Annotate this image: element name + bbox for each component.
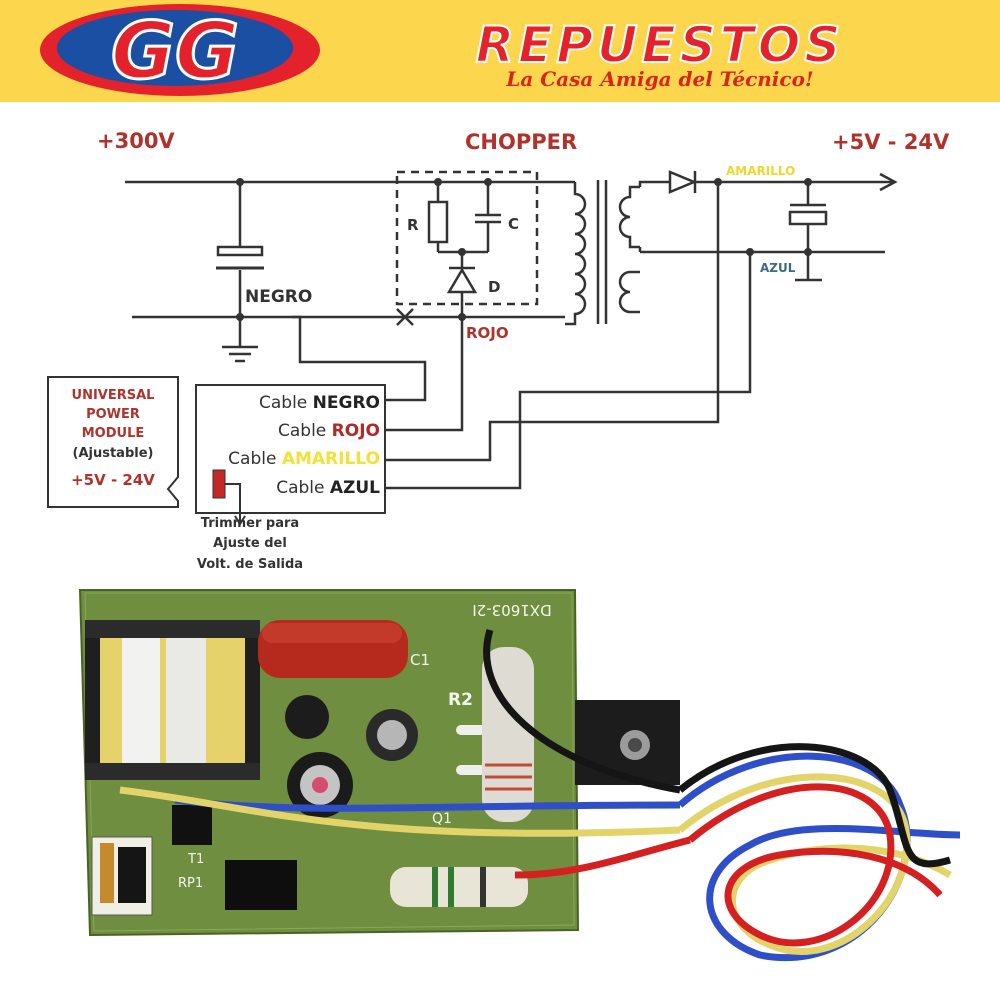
logo-letters: GG <box>111 7 239 97</box>
trimmer-note-line2: Ajuste del <box>213 536 287 551</box>
cable-rojo-label: Cable ROJO <box>278 421 380 441</box>
cut-mark-icon <box>396 308 414 326</box>
resistor-r <box>427 200 449 244</box>
transistor-q2 <box>285 695 329 739</box>
wire-yellow-board <box>119 786 681 837</box>
chopper-title: CHOPPER <box>465 130 577 154</box>
module-callout <box>47 376 179 508</box>
brand-name: REPUESTOS <box>476 16 845 74</box>
optocoupler <box>225 860 297 910</box>
label-rojo: ROJO <box>466 324 509 342</box>
label-negro: NEGRO <box>245 287 312 307</box>
label-amarillo: AMARILLO <box>726 164 795 178</box>
silk-r2: R2 <box>448 690 473 710</box>
secondary-coil-lower <box>618 270 640 314</box>
wire-black-board <box>483 628 681 794</box>
output-diode <box>668 170 698 194</box>
silk-c1: C1 <box>410 651 430 669</box>
schematic-diagram: +300V CHOPPER +5V - 24V R C D NEGRO ROJO… <box>47 129 950 572</box>
chopper-box <box>395 170 539 306</box>
label-c: C <box>508 215 519 233</box>
primary-coil <box>565 182 587 326</box>
board-photo: DX1603-2I C1 R2 Q1 T1 RP1 <box>78 589 961 961</box>
power-module-box <box>195 384 386 514</box>
module-line1: UNIVERSAL <box>72 388 155 403</box>
label-r: R <box>407 216 419 234</box>
silk-q1: Q1 <box>432 811 452 827</box>
input-voltage-label: +300V <box>97 129 175 153</box>
azul-wire <box>385 252 752 490</box>
module-line2: POWER <box>86 407 140 422</box>
module-line3: MODULE <box>82 426 145 441</box>
diode-d <box>446 267 478 294</box>
label-d: D <box>488 278 500 296</box>
silk-rp1: RP1 <box>178 876 203 891</box>
banner-logo-graphic: GG REPUESTOS La Casa Amiga del Técnico! <box>40 4 845 99</box>
junction-dots <box>236 178 812 321</box>
cable-amarillo-label: Cable AMARILLO <box>228 449 380 469</box>
trimmer-note-line1: Trimmer para <box>201 516 299 531</box>
secondary-coil-upper <box>618 185 640 249</box>
amarillo-wire <box>385 182 720 462</box>
module-line5: +5V - 24V <box>71 471 155 489</box>
brand-tagline: La Casa Amiga del Técnico! <box>505 67 813 91</box>
module-line4: (Ajustable) <box>73 446 154 461</box>
ground-icon <box>222 345 258 363</box>
cable-azul-label: Cable AZUL <box>276 478 380 498</box>
negro-wire <box>292 315 427 402</box>
output-voltage-label: +5V - 24V <box>832 130 950 154</box>
resistor-small <box>390 867 528 907</box>
logo-blue-oval <box>57 10 293 86</box>
input-capacitor <box>216 245 264 257</box>
trimmer-note-line3: Volt. de Salida <box>197 557 303 572</box>
output-arrow <box>879 172 898 192</box>
cable-negro-label: Cable NEGRO <box>259 393 380 413</box>
silk-t1: T1 <box>187 852 204 867</box>
rojo-wire <box>385 317 464 432</box>
banner: GG REPUESTOS La Casa Amiga del Técnico! <box>0 0 1000 102</box>
label-azul: AZUL <box>760 261 796 275</box>
trimmer-icon <box>212 469 226 499</box>
silk-part-no: DX1603-2I <box>472 601 551 619</box>
cable-bundle <box>677 743 961 961</box>
ic-chip-t1 <box>172 805 212 845</box>
wire-red-board <box>514 836 691 879</box>
